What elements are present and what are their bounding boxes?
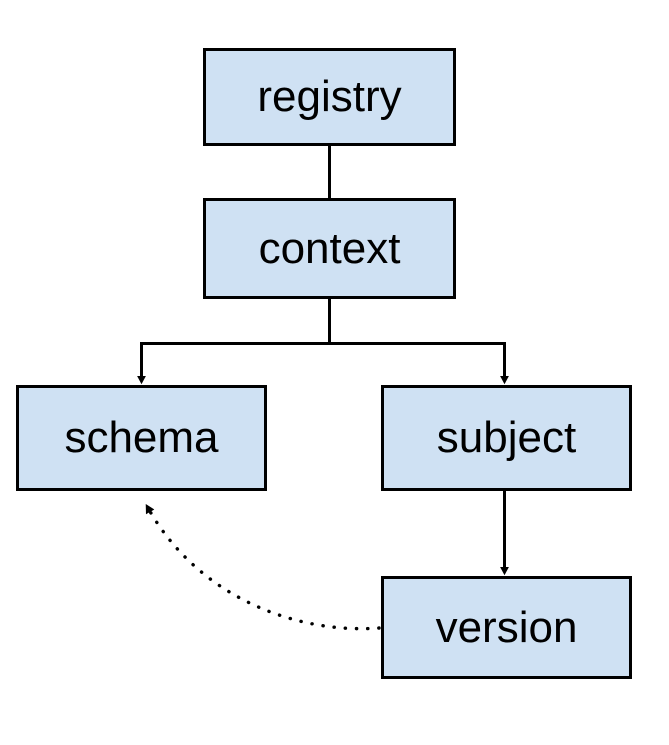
node-schema-label: schema xyxy=(64,413,219,462)
node-version[interactable]: version xyxy=(381,576,632,679)
node-context[interactable]: context xyxy=(203,198,456,299)
node-schema[interactable]: schema xyxy=(16,385,267,491)
node-subject-label: subject xyxy=(436,413,577,462)
node-registry[interactable]: registry xyxy=(203,48,456,146)
node-context-label: context xyxy=(258,223,401,273)
node-version-label: version xyxy=(435,602,578,652)
node-subject[interactable]: subject xyxy=(381,385,632,491)
node-registry-label: registry xyxy=(257,72,402,121)
edge-version-schema xyxy=(145,503,381,631)
